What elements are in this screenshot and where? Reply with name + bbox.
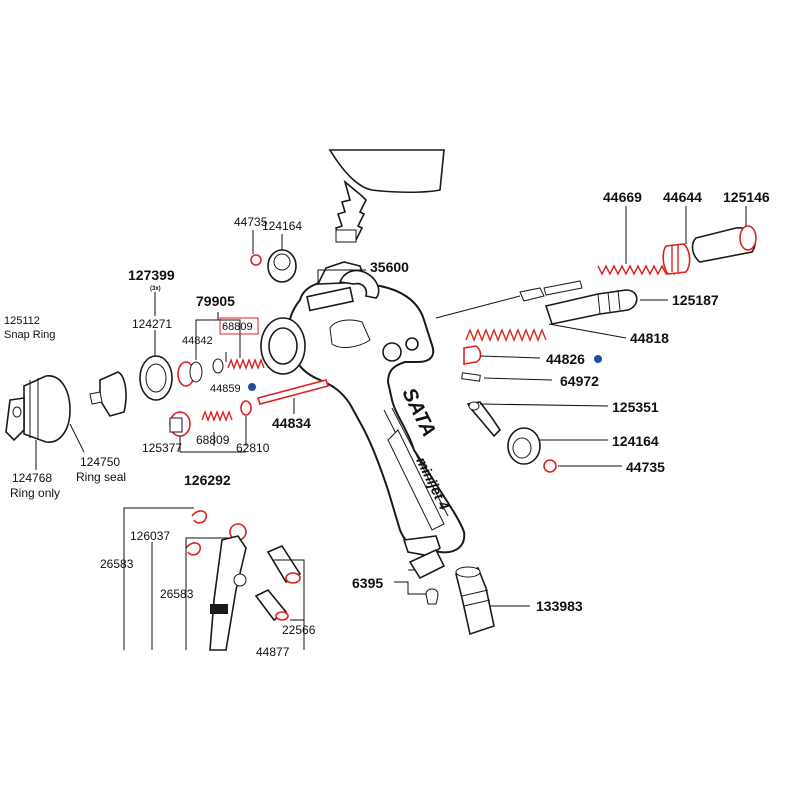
- clip-26583-top: [191, 510, 208, 524]
- label-snap-ring: Snap Ring: [4, 329, 55, 341]
- label-124271: 124271: [132, 317, 172, 331]
- paint-cup: [328, 149, 445, 243]
- part-79905-small: [212, 358, 224, 374]
- leader-lines: [35, 206, 747, 650]
- fluid-needle: [435, 280, 583, 319]
- label-26583-mid: 26583: [160, 587, 194, 601]
- trigger-lever: [209, 535, 247, 651]
- label-35600: 35600: [370, 259, 409, 275]
- label-125112: 125112: [4, 315, 40, 327]
- pin-22566-top: [266, 544, 302, 584]
- part-125377: [169, 411, 191, 437]
- label-ring-only: Ring only: [10, 486, 60, 500]
- label-44859: 44859: [210, 383, 241, 395]
- part-124271: [139, 355, 173, 401]
- part-64972: [461, 372, 481, 382]
- label-44842: 44842: [182, 335, 213, 347]
- label-68809: 68809: [196, 433, 230, 447]
- knob-124164-top: [267, 249, 297, 283]
- label-127399: 127399: [128, 267, 175, 283]
- label-124768: 124768: [12, 471, 52, 485]
- label-68809-box: 68809: [222, 321, 253, 333]
- label-126037: 126037: [130, 529, 170, 543]
- clip-26583-mid: [185, 542, 202, 556]
- label-62810: 62810: [236, 441, 270, 455]
- label-125187: 125187: [672, 292, 719, 308]
- part-44644: [662, 243, 691, 275]
- marker-dot-44859: [248, 383, 256, 391]
- part-62810: [240, 400, 252, 416]
- label-44669: 44669: [603, 189, 642, 205]
- gun-body: [260, 261, 466, 557]
- label-44818: 44818: [630, 330, 669, 346]
- spring-68809-top: [227, 358, 265, 370]
- spring-44818: [465, 328, 547, 342]
- label-22566: 22566: [282, 623, 316, 637]
- label-44735-top: 44735: [234, 215, 268, 229]
- label-44735-right: 44735: [626, 459, 665, 475]
- fitting-133983: [455, 566, 495, 636]
- label-125146: 125146: [723, 189, 770, 205]
- part-125146: [691, 225, 757, 263]
- label-125351: 125351: [612, 399, 659, 415]
- label-124750: 124750: [80, 455, 120, 469]
- label-ring-seal: Ring seal: [76, 470, 126, 484]
- label-125377: 125377: [142, 441, 182, 455]
- label-133983: 133983: [536, 598, 583, 614]
- rod-44834: [256, 379, 330, 405]
- label-126292: 126292: [184, 472, 231, 488]
- label-127399-qty: (3x): [150, 286, 161, 292]
- label-44877: 44877: [256, 645, 290, 659]
- part-44842: [177, 361, 203, 387]
- label-box-68809: [219, 317, 259, 335]
- part-44735-top: [250, 254, 262, 266]
- knob-124164-right: [507, 427, 541, 465]
- label-6395: 6395: [352, 575, 383, 591]
- part-44735-right: [543, 459, 557, 473]
- label-26583-left: 26583: [100, 557, 134, 571]
- label-44834: 44834: [272, 415, 311, 431]
- part-6395: [408, 548, 446, 605]
- label-44644: 44644: [663, 189, 702, 205]
- marker-dot-44826: [594, 355, 602, 363]
- part-125187: [544, 289, 638, 325]
- pin-22566-bottom: [254, 588, 289, 622]
- part-125351: [466, 401, 502, 438]
- part-44826: [463, 345, 482, 365]
- label-124164-right: 124164: [612, 433, 659, 449]
- label-79905: 79905: [196, 293, 235, 309]
- label-124164-top: 124164: [262, 219, 302, 233]
- needle-spring-44669: [597, 264, 677, 276]
- spring-68809-bottom: [201, 410, 233, 422]
- nozzle-body: [89, 371, 127, 417]
- label-44826: 44826: [546, 351, 585, 367]
- air-cap-124768: [5, 375, 71, 443]
- label-64972: 64972: [560, 373, 599, 389]
